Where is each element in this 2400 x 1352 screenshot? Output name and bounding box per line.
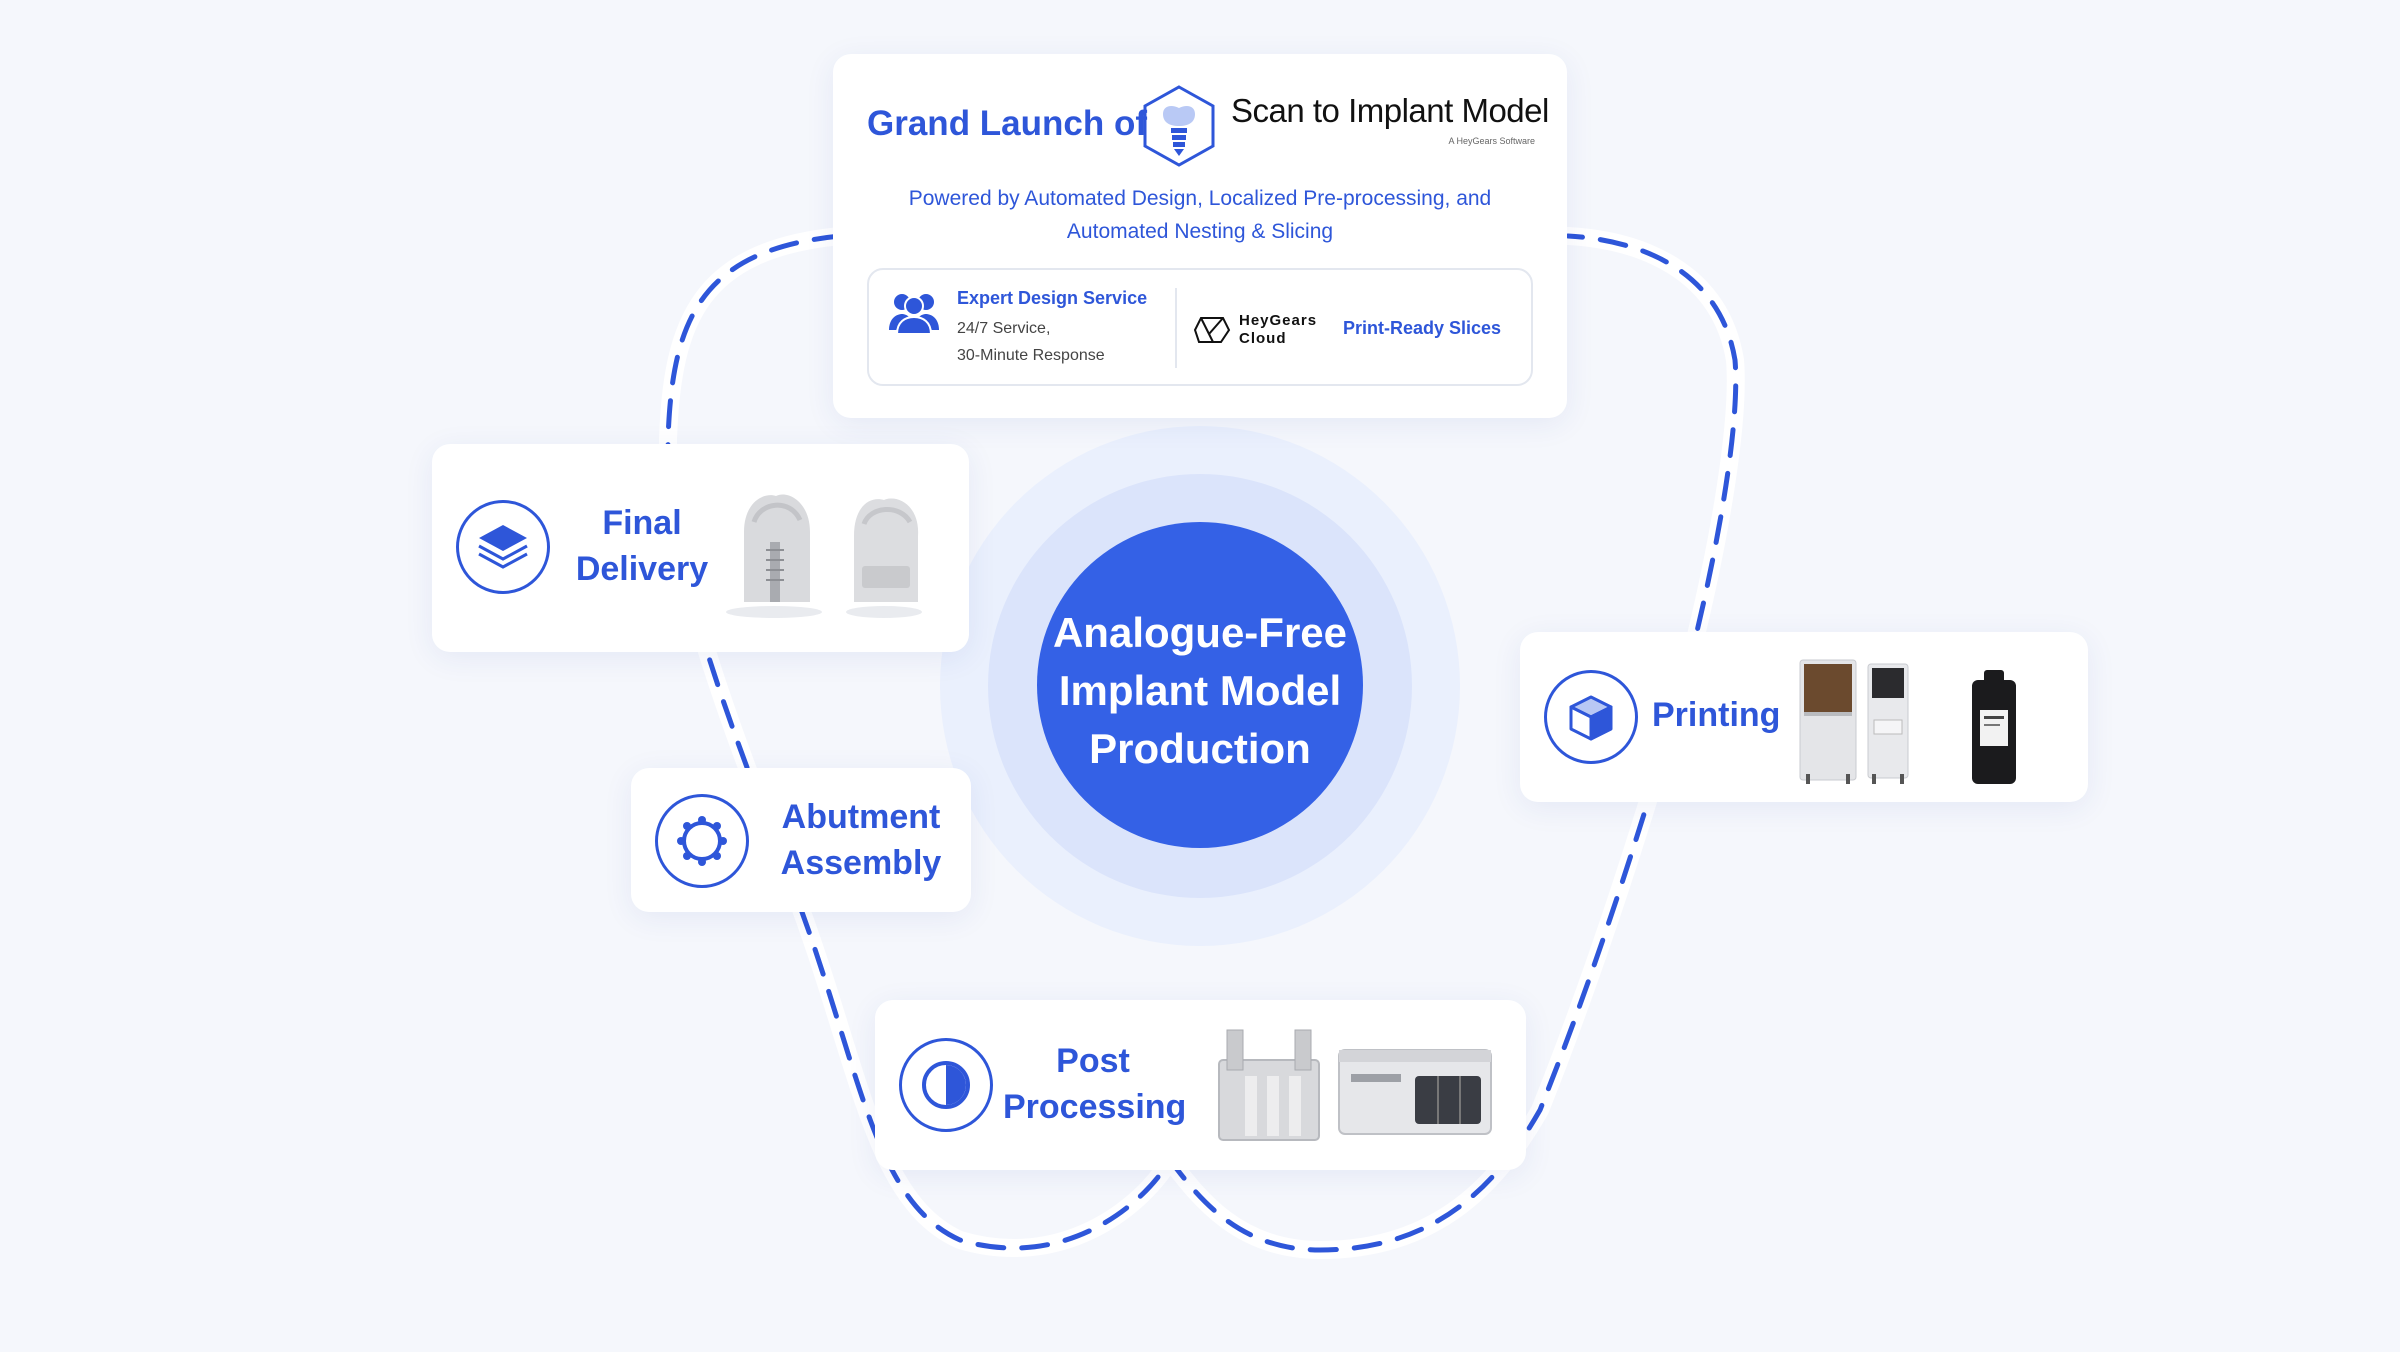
features-divider: [1175, 288, 1177, 368]
product-name: Scan to Implant Model: [1231, 92, 1549, 129]
people-icon: [889, 294, 939, 335]
abutment-assembly-card: Abutment Assembly: [631, 768, 971, 912]
printers-photo: [1799, 659, 2016, 784]
post-processing-card: Post Processing: [875, 1000, 1526, 1170]
product-subtitle: A HeyGears Software: [1448, 136, 1535, 146]
heygears-cloud-logo-line1: HeyGears: [1239, 312, 1318, 329]
layers-icon: [456, 500, 550, 594]
final-delivery-card: Final Delivery: [432, 444, 969, 652]
center-title-line2: Implant Model: [1058, 667, 1342, 714]
heygears-cloud-logo-line2: Cloud: [1239, 330, 1287, 347]
print-ready-slices: Print-Ready Slices: [1343, 318, 1502, 338]
abutment-assembly-label: Abutment Assembly: [761, 794, 961, 886]
expert-design-title: Expert Design Service: [957, 288, 1148, 308]
launch-card: Grand Launch of Scan to Implant Model A …: [833, 54, 1567, 418]
final-delivery-line1: Final: [602, 504, 682, 542]
abutment-assembly-line1: Abutment: [781, 798, 941, 836]
implant-logo-icon: [1143, 85, 1215, 167]
center-title: Analogue-Free Implant Model Production: [1037, 604, 1363, 778]
launch-title: Grand Launch of: [867, 104, 1147, 143]
powered-by-line1: Powered by Automated Design, Localized P…: [908, 187, 1492, 210]
final-delivery-label: Final Delivery: [562, 500, 722, 592]
heygears-cloud-logo-icon: [1193, 317, 1231, 343]
cube-icon: [1544, 670, 1638, 764]
wash-and-cure-photo: [1218, 1029, 1492, 1141]
features-box: Expert Design Service 24/7 Service, 30-M…: [867, 268, 1533, 386]
final-delivery-line2: Delivery: [575, 550, 709, 588]
abutment-assembly-line2: Assembly: [780, 844, 942, 882]
printing-card: Printing: [1520, 632, 2088, 802]
expert-design-line2: 30-Minute Response: [957, 347, 1105, 364]
powered-by-line2: Automated Nesting & Slicing: [1066, 220, 1334, 243]
half-circle-icon: [899, 1038, 993, 1132]
center-circle: [1037, 522, 1363, 848]
gear-icon: [655, 794, 749, 888]
implant-model-photo: [726, 494, 922, 618]
center-title-line1: Analogue-Free: [1052, 609, 1348, 656]
expert-design-line1: 24/7 Service,: [957, 320, 1051, 337]
center-title-line3: Production: [1089, 725, 1311, 772]
post-processing-label: Post Processing: [1003, 1038, 1187, 1130]
printing-label: Printing: [1652, 696, 1781, 734]
powered-by-text: Powered by Automated Design, Localized P…: [873, 182, 1527, 248]
post-processing-line1: Post: [1056, 1042, 1130, 1080]
post-processing-line2: Processing: [1003, 1088, 1187, 1126]
